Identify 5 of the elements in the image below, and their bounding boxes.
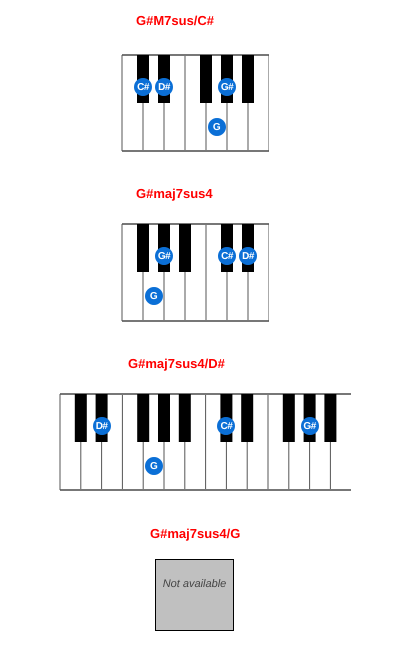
placeholder-text: Not available <box>162 578 228 590</box>
chord-title: G#maj7sus4 <box>136 186 213 201</box>
chord-title: G#maj7sus4/G <box>150 526 240 541</box>
chord-title: G#maj7sus4/D# <box>128 356 225 371</box>
chord-title: G#M7sus/C# <box>136 13 214 28</box>
